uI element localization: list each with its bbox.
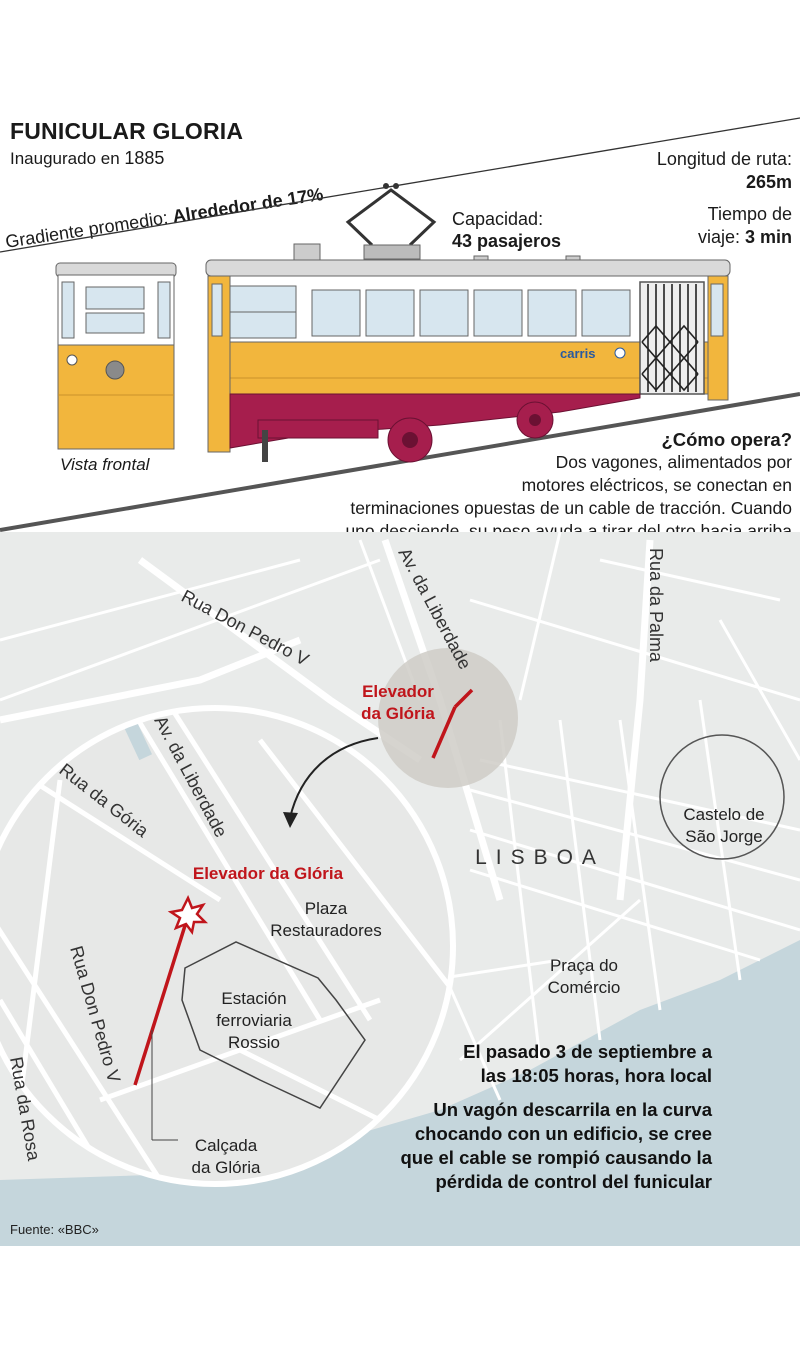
label-estacion-line3: Rossio	[228, 1033, 280, 1052]
label-estacion-line1: Estación	[221, 989, 286, 1008]
crash-burst-icon	[167, 894, 209, 935]
capacity-label: Capacidad:	[452, 209, 544, 229]
funicular-route-small	[431, 706, 457, 759]
label-praca-line1: Praça do	[550, 956, 618, 975]
carris-side-logo-icon	[614, 347, 626, 359]
operation-question: ¿Cómo opera?	[661, 429, 792, 450]
inaugurated-year: 1885	[124, 148, 165, 168]
label-calcada-line2: da Glória	[192, 1158, 262, 1177]
carris-brand: carris	[560, 346, 595, 361]
operation-line: motores eléctricos, se conectan en	[521, 475, 792, 495]
tram-side-view: carris	[205, 183, 731, 463]
slope-line-bottom	[0, 392, 800, 532]
capacity-value: 43 pasajeros	[452, 231, 562, 251]
incident-date-line1: El pasado 3 de septiembre a	[463, 1041, 712, 1062]
tram-illustration: carris	[0, 117, 800, 532]
inset-border	[0, 705, 456, 1187]
street-grid	[0, 532, 800, 1101]
river-tagus	[0, 940, 800, 1246]
funicular-route-large	[133, 915, 190, 1086]
label-plaza-line1: Plaza	[305, 899, 348, 918]
tram-front-view	[55, 262, 177, 450]
label-calcada-line1: Calçada	[195, 1136, 258, 1155]
carris-logo-icon	[66, 354, 78, 366]
map-canvas: Rua Don Pedro V Av. da Liberdade Rua da …	[0, 532, 800, 1246]
incident-desc-line: pérdida de control del funicular	[435, 1171, 712, 1192]
front-view-label: Vista frontal	[60, 455, 150, 474]
route-length: Longitud de ruta: 265m	[657, 148, 792, 194]
capacity: Capacidad: 43 pasajeros	[452, 208, 561, 252]
label-elevador-full: Elevador da Glória	[193, 864, 344, 883]
route-length-label: Longitud de ruta:	[656, 149, 792, 169]
label-rua-palma: Rua da Palma	[646, 548, 666, 663]
pantograph-icon	[345, 188, 437, 247]
operation-line: Dos vagones, alimentados por	[555, 452, 792, 472]
route-length-value: 265m	[745, 172, 792, 192]
travel-time-line2: viaje: 3 min	[697, 227, 792, 247]
map: Rua Don Pedro V Av. da Liberdade Rua da …	[0, 532, 800, 1246]
slope-line-top	[0, 117, 800, 253]
incident-desc-line: que el cable se rompió causando la	[400, 1147, 712, 1168]
label-plaza-line2: Restauradores	[270, 921, 382, 940]
curved-arrow-icon	[289, 737, 379, 819]
incident-desc-line: Un vagón descarrila en la curva	[433, 1099, 712, 1120]
inaugurated-text: Inaugurado en 1885	[10, 148, 164, 169]
travel-time-label-line: Tiempo de	[707, 204, 792, 224]
incident-date: El pasado 3 de septiembre a las 18:05 ho…	[463, 1040, 712, 1088]
headlight-icon	[105, 360, 125, 380]
incident-date-line2: las 18:05 horas, hora local	[480, 1065, 712, 1086]
travel-time: Tiempo de viaje: 3 min	[698, 203, 792, 249]
label-estacion-line2: ferroviaria	[216, 1011, 292, 1030]
label-elevador-line1: Elevador	[362, 682, 434, 701]
label-elevador-line2: da Glória	[361, 704, 435, 723]
label-lisboa: LISBOA	[475, 846, 605, 869]
label-castelo-line1: Castelo de	[683, 805, 764, 824]
rossio-station-outline	[181, 941, 366, 1109]
inset-map	[0, 708, 453, 1184]
incident-description: Un vagón descarrila en la curva chocando…	[400, 1098, 712, 1194]
castle-outline	[659, 734, 785, 860]
source-credit: Fuente: «BBC»	[10, 1222, 99, 1237]
label-praca-line2: Comércio	[548, 978, 621, 997]
page-title: FUNICULAR GLORIA	[10, 118, 244, 144]
operation-explanation: ¿Cómo opera? Dos vagones, alimentados po…	[252, 428, 792, 543]
incident-desc-line: chocando con un edificio, se cree	[414, 1123, 712, 1144]
label-castelo-line2: São Jorge	[685, 827, 763, 846]
operation-line: terminaciones opuestas de un cable de tr…	[350, 498, 792, 518]
highlight-area	[378, 648, 518, 788]
travel-time-value: 3 min	[744, 227, 792, 247]
inaugurated-prefix: Inaugurado en	[10, 149, 120, 168]
